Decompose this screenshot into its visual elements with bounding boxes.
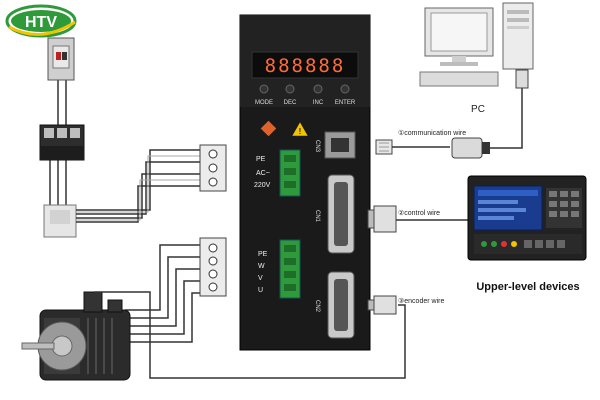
svg-text:!: !: [299, 127, 302, 136]
pc-computer: [419, 2, 534, 87]
servo-motor: [21, 291, 131, 381]
mode-button[interactable]: [259, 84, 269, 94]
inc-button[interactable]: [313, 84, 323, 94]
ac-connector-plug: [199, 144, 227, 192]
pe-motor-label: PE: [258, 251, 268, 258]
communication-wire-label: ①communication wire: [398, 129, 466, 137]
w-label: W: [258, 263, 265, 270]
usb-plug: [515, 69, 529, 89]
encoder-connector: [367, 295, 397, 315]
inc-label: INC: [313, 100, 324, 106]
enter-button[interactable]: [340, 84, 350, 94]
ac-label: AC~: [256, 170, 270, 177]
pc-keyboard: [419, 71, 499, 87]
encoder-cable: [94, 291, 406, 379]
rj45-plug: [375, 139, 393, 155]
dec-label: DEC: [284, 100, 297, 106]
enter-label: ENTER: [335, 100, 356, 106]
cnc-controller: [467, 175, 587, 261]
pe-power-label: PE: [256, 156, 266, 163]
display-digits: 888888: [265, 55, 346, 77]
v-label: V: [258, 275, 263, 282]
mode-label: MODE: [255, 100, 273, 106]
dec-button[interactable]: [285, 84, 295, 94]
circuit-breaker: [47, 37, 75, 81]
control-connector: [367, 205, 397, 233]
encoder-wire-label: ③encoder wire: [398, 297, 444, 305]
cn1-label: CN1: [314, 210, 320, 223]
u-label: U: [258, 287, 263, 294]
motor-terminal-block: [279, 239, 301, 299]
logo-text: HTV: [25, 14, 57, 31]
htv-logo: HTV: [5, 4, 77, 38]
power-input-wires: [49, 80, 67, 205]
upper-level-devices-label: Upper-level devices: [476, 281, 579, 293]
warning-triangle-icon: [291, 121, 309, 137]
servo-driver: 888888 MODE DEC INC ENTER ! PE AC~ 220V …: [239, 14, 371, 351]
ac-feed-wires: [76, 149, 210, 223]
control-wire-label: ②control wire: [398, 209, 440, 217]
voltage-label: 220V: [254, 182, 271, 189]
led-display: [251, 51, 359, 79]
motor-connector-plug: [199, 237, 227, 297]
cn2-label: CN2: [314, 300, 320, 313]
db9-adapter: [451, 137, 490, 159]
motor-power-wires: [125, 244, 210, 343]
pc-label: PC: [471, 104, 485, 115]
cn3-label: CN3: [314, 140, 320, 153]
noise-filter: [43, 204, 77, 238]
contactor: [39, 124, 85, 161]
